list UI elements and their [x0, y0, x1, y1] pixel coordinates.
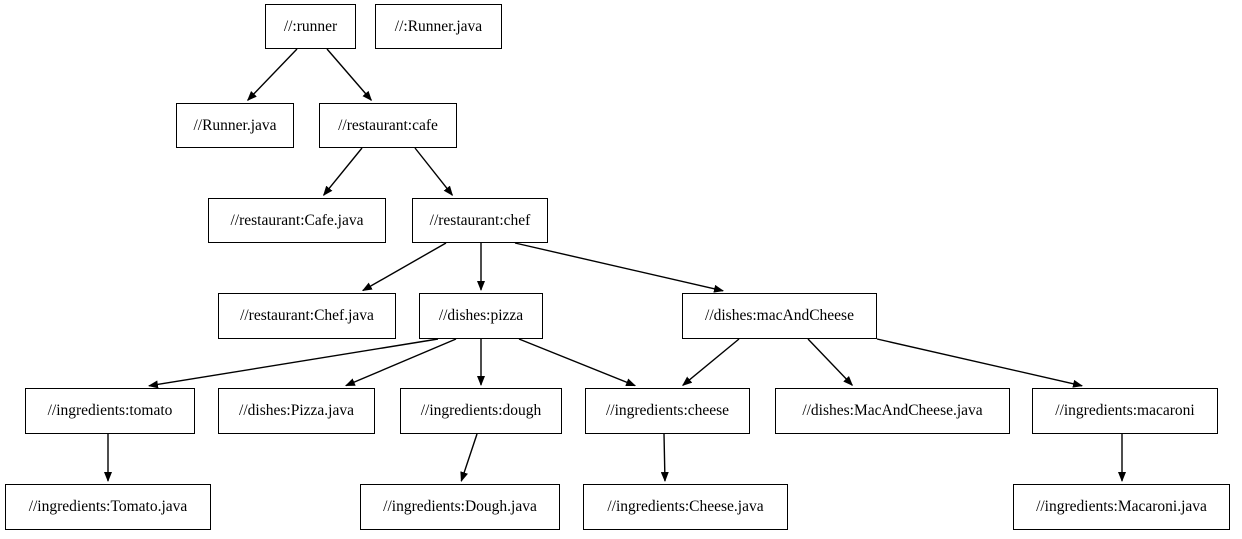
graph-edge-ing_cheese-to-cheese_java	[660, 433, 669, 482]
graph-edge-runner-to-runner_java	[247, 48, 298, 102]
graph-edge-dishes_macncheese-to-ing_cheese	[682, 338, 740, 387]
graph-node-ing_macaroni[interactable]: //ingredients:macaroni	[1032, 388, 1218, 434]
graph-node-chef_java[interactable]: //restaurant:Chef.java	[218, 293, 396, 339]
graph-node-dough_java[interactable]: //ingredients:Dough.java	[360, 484, 560, 530]
graph-node-ing_dough[interactable]: //ingredients:dough	[400, 388, 562, 434]
graph-edge-dishes_macncheese-to-ing_macaroni	[876, 338, 1083, 388]
graph-node-dishes_macncheese[interactable]: //dishes:macAndCheese	[682, 293, 877, 339]
graph-edge-restaurant_cafe-to-cafe_java	[322, 147, 363, 197]
graph-node-cafe_java[interactable]: //restaurant:Cafe.java	[208, 198, 386, 243]
graph-node-macaroni_java[interactable]: //ingredients:Macaroni.java	[1013, 484, 1230, 530]
graph-node-ing_cheese[interactable]: //ingredients:cheese	[585, 388, 750, 434]
graph-node-macncheese_java[interactable]: //dishes:MacAndCheese.java	[775, 388, 1010, 434]
graph-edge-ing_dough-to-dough_java	[460, 433, 478, 483]
graph-edge-dishes_macncheese-to-macncheese_java	[807, 338, 853, 386]
graph-node-runner[interactable]: //:runner	[265, 4, 356, 49]
graph-edge-dishes_pizza-to-ing_tomato	[148, 338, 439, 389]
graph-node-runner_java[interactable]: //Runner.java	[176, 103, 294, 148]
graph-edge-restaurant_chef-to-dishes_macncheese	[514, 242, 725, 293]
graph-node-dishes_pizza[interactable]: //dishes:pizza	[419, 293, 543, 339]
graph-edge-runner-to-restaurant_cafe	[326, 48, 372, 101]
graph-node-restaurant_chef[interactable]: //restaurant:chef	[412, 198, 548, 243]
graph-edge-restaurant_cafe-to-restaurant_chef	[414, 147, 454, 197]
graph-edge-restaurant_chef-to-chef_java	[362, 242, 447, 292]
graph-node-ing_tomato[interactable]: //ingredients:tomato	[25, 388, 195, 434]
graph-node-tomato_java[interactable]: //ingredients:Tomato.java	[5, 484, 211, 530]
graph-node-root_runner_java[interactable]: //:Runner.java	[375, 4, 502, 49]
graph-node-cheese_java[interactable]: //ingredients:Cheese.java	[583, 484, 788, 530]
graph-edge-dishes_pizza-to-pizza_java	[345, 338, 457, 387]
graph-edge-dishes_pizza-to-ing_cheese	[518, 338, 637, 387]
graph-node-restaurant_cafe[interactable]: //restaurant:cafe	[319, 103, 457, 148]
graph-node-pizza_java[interactable]: //dishes:Pizza.java	[218, 388, 375, 434]
